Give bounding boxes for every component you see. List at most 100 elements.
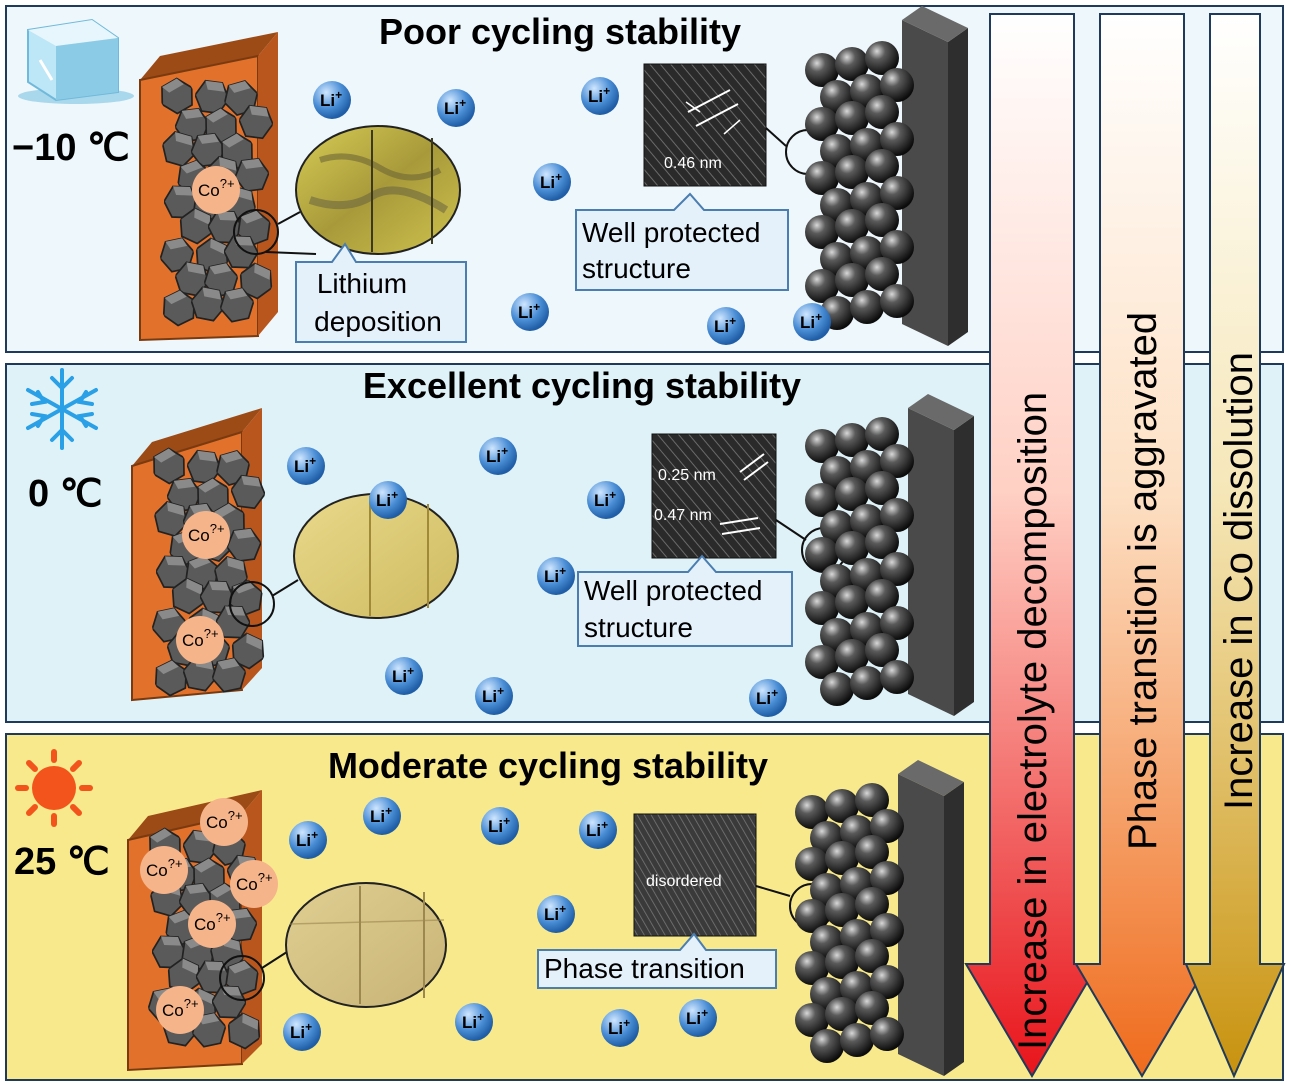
cathode-particle: [870, 861, 904, 895]
cathode-particle: [805, 215, 839, 249]
cathode-particle: [805, 53, 839, 87]
cathode-particles-1: [805, 41, 914, 330]
li-ion: Li+: [793, 303, 831, 341]
cathode-particle: [795, 795, 829, 829]
cathode-particle: [805, 269, 839, 303]
cathode-particles-2: [805, 417, 914, 706]
li-ion: Li+: [579, 811, 617, 849]
arrow-label-2: Phase transition is aggravated: [1121, 312, 1165, 850]
cathode-particle: [835, 585, 869, 619]
tem-disordered: disordered: [646, 873, 722, 890]
cathode-particle: [880, 552, 914, 586]
li-ion: Li+: [287, 447, 325, 485]
li-ion: Li+: [537, 895, 575, 933]
cathode-particle: [870, 1017, 904, 1051]
li-ion: Li+: [363, 797, 401, 835]
cathode-particle: [865, 257, 899, 291]
structure-callout-1-line1: Well protected: [582, 217, 760, 248]
cathode-particle: [805, 161, 839, 195]
lithium-deposition-line2: deposition: [314, 306, 442, 337]
cathode-particle: [805, 429, 839, 463]
li-ion: Li+: [749, 679, 787, 717]
panel-2-title: Excellent cycling stability: [363, 365, 801, 406]
lithium-deposition-callout: Lithium deposition: [295, 242, 467, 343]
cathode-particle: [865, 95, 899, 129]
cathode-particle: [795, 899, 829, 933]
cathode-particle: [835, 101, 869, 135]
cathode-particle: [880, 660, 914, 694]
cathode-particle: [805, 483, 839, 517]
cathode-particle: [855, 939, 889, 973]
cathode-particle: [835, 639, 869, 673]
cathode-plate-2: [908, 394, 974, 716]
tem-spacing-2: 0.25 nm: [658, 467, 716, 484]
tem-image-2: 0.25 nm 0.47 nm: [651, 433, 777, 559]
cathode-particle: [835, 47, 869, 81]
cathode-particle: [835, 477, 869, 511]
cathode-particle: [835, 423, 869, 457]
cathode-particle: [835, 263, 869, 297]
co-ion-6: Co?+: [230, 860, 278, 908]
cathode-particle: [865, 633, 899, 667]
lithium-deposition-line1: Lithium: [317, 268, 407, 299]
co-ion-3: Co?+: [176, 616, 224, 664]
cathode-particle: [865, 579, 899, 613]
li-ion: Li+: [479, 437, 517, 475]
cathode-particles-3: [795, 783, 904, 1063]
li-ion: Li+: [475, 677, 513, 715]
cathode-particle: [880, 176, 914, 210]
cathode-particle: [880, 230, 914, 264]
cathode-particle: [870, 809, 904, 843]
cathode-particle: [850, 290, 884, 324]
cathode-plate-1: [902, 6, 968, 346]
anode-magnifier-1: [233, 209, 317, 255]
cathode-particle: [805, 537, 839, 571]
cathode-particle: [835, 531, 869, 565]
cathode-particle: [795, 951, 829, 985]
phase-transition-label: Phase transition: [544, 953, 745, 984]
li-ion: Li+: [581, 77, 619, 115]
li-ion: Li+: [437, 89, 475, 127]
arrow-label-3: Increase in Co dissolution: [1217, 352, 1261, 810]
cathode-particle: [855, 835, 889, 869]
cathode-particle: [835, 155, 869, 189]
co-ion-5: Co?+: [140, 846, 188, 894]
cathode-particle: [880, 284, 914, 318]
lithium-surface-oval-1: [295, 125, 461, 255]
arrow-co-dissolution: Increase in Co dissolution: [1184, 13, 1286, 1079]
cathode-particle: [805, 645, 839, 679]
structure-callout-2-line2: structure: [584, 612, 693, 643]
panel-3-title: Moderate cycling stability: [328, 745, 768, 786]
cathode-particle: [825, 997, 859, 1031]
cathode-particle: [855, 887, 889, 921]
li-ion: Li+: [707, 307, 745, 345]
cathode-particle: [865, 149, 899, 183]
cathode-particle: [865, 471, 899, 505]
li-ion: Li+: [679, 999, 717, 1037]
co-ion-2: Co?+: [182, 511, 230, 559]
arrow-label-1: Increase in electrolyte decomposition: [1011, 392, 1055, 1050]
cathode-particle: [805, 591, 839, 625]
ice-cube-icon: [18, 18, 134, 104]
li-ion: Li+: [289, 821, 327, 859]
structure-callout-2: Well protected structure: [577, 554, 793, 647]
cathode-particle: [855, 991, 889, 1025]
cathode-particle: [880, 68, 914, 102]
li-ion: Li+: [369, 481, 407, 519]
anode-magnifier-3: [219, 949, 291, 1001]
li-ion: Li+: [455, 1003, 493, 1041]
cathode-particle: [880, 444, 914, 478]
li-ion: Li+: [533, 163, 571, 201]
tem-image-3: disordered: [633, 813, 757, 937]
tem-spacing-3: 0.47 nm: [654, 507, 712, 524]
cathode-particle: [880, 606, 914, 640]
cathode-particle: [835, 209, 869, 243]
cathode-particle: [865, 203, 899, 237]
cathode-particle: [850, 666, 884, 700]
cathode-particle: [825, 789, 859, 823]
structure-callout-1: Well protected structure: [575, 192, 789, 291]
structure-callout-2-line1: Well protected: [584, 575, 762, 606]
panel-1-title: Poor cycling stability: [379, 11, 741, 52]
li-ion: Li+: [601, 1009, 639, 1047]
